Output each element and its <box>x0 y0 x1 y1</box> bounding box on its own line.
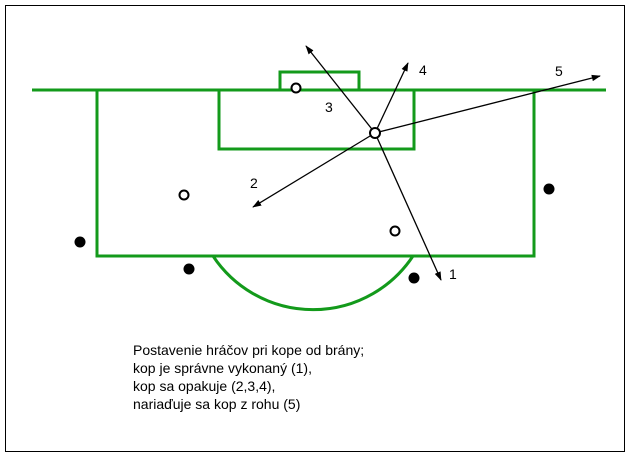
opponent-player <box>183 263 195 275</box>
kick-label-1: 1 <box>449 266 457 282</box>
defending-player <box>290 82 302 94</box>
caption-line-3: kop sa opakuje (2,3,4), <box>133 378 276 394</box>
opponent-player <box>408 272 420 284</box>
opponent-player <box>74 236 86 248</box>
kick-arrow-2 <box>252 132 376 208</box>
caption-line-2: kop je správne vykonaný (1), <box>133 360 312 376</box>
goal-area <box>217 88 416 151</box>
caption-line-4: nariaďuje sa kop z rohu (5) <box>133 396 301 412</box>
kick-arrow-4 <box>374 62 409 134</box>
kick-arrows <box>252 45 601 281</box>
kick-arrow-5 <box>374 74 601 134</box>
kick-arrow-1 <box>374 132 442 281</box>
kick-label-4: 4 <box>419 62 427 78</box>
opponent-players <box>74 183 555 284</box>
outer-border <box>5 5 625 452</box>
defending-player <box>178 189 190 201</box>
penalty-arc <box>211 255 415 312</box>
defending-player <box>389 225 401 237</box>
kick-label-2: 2 <box>250 175 258 191</box>
diagram-caption: Postavenie hráčov pri kope od brány; kop… <box>133 341 364 413</box>
opponent-player <box>543 183 555 195</box>
defending-players <box>178 82 401 237</box>
goal <box>278 70 361 92</box>
field-lines <box>32 70 606 312</box>
kick-arrow-3 <box>305 45 376 134</box>
caption-line-1: Postavenie hráčov pri kope od brány; <box>133 342 365 358</box>
kick-label-3: 3 <box>325 99 333 115</box>
kick-label-5: 5 <box>555 63 563 79</box>
penalty-area <box>95 88 536 258</box>
ball <box>369 127 381 139</box>
